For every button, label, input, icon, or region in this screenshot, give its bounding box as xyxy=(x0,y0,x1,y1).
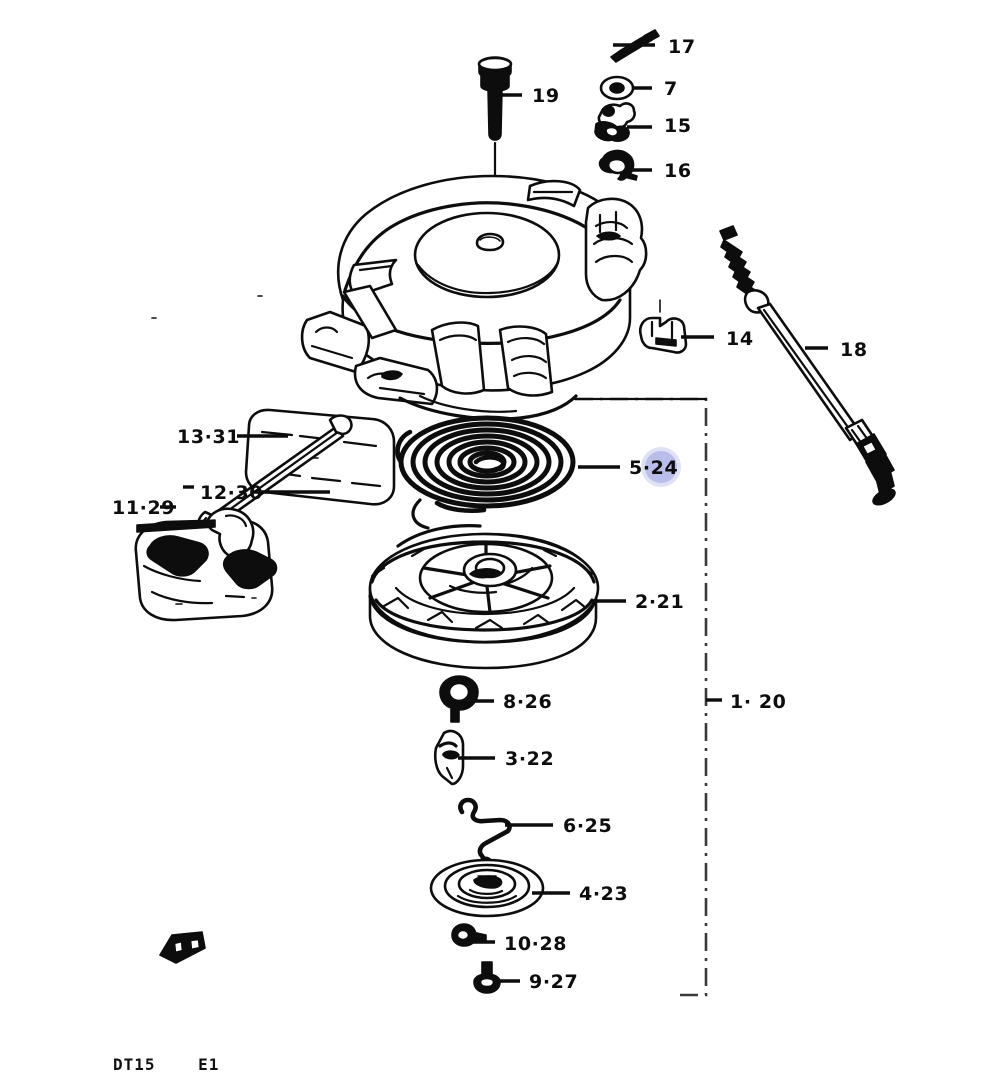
callout-label-2-21[interactable]: 2·21 xyxy=(635,591,685,613)
callout-label-4-23[interactable]: 4·23 xyxy=(579,883,629,905)
selection-highlight-circle xyxy=(645,451,677,483)
assembly-bracket-1-20 xyxy=(575,397,708,997)
callout-label-1-20[interactable]: 1· 20 xyxy=(730,691,787,713)
callout-label-14[interactable]: 14 xyxy=(726,328,754,350)
callout-label-11-29[interactable]: 11·29 xyxy=(112,497,176,519)
callout-label-8-26[interactable]: 8·26 xyxy=(503,691,553,713)
part-14-lever-stopper xyxy=(638,299,688,354)
part-1-20-starter-housing xyxy=(151,174,648,421)
part-4-23-friction-plate xyxy=(429,858,545,918)
callout-label-5-24[interactable]: 5·24 xyxy=(629,451,679,483)
diagram-footer-model-code: DT15 E1 xyxy=(113,1055,220,1074)
part-16-spring-clip xyxy=(598,149,638,181)
direction-marker xyxy=(159,931,206,964)
part-19-bolt xyxy=(477,56,513,194)
part-2-21-starter-reel xyxy=(368,524,600,670)
callout-label-7[interactable]: 7 xyxy=(664,78,678,100)
part-8-26-bushing-collar xyxy=(439,675,479,723)
part-18-starter-cable xyxy=(719,225,896,506)
part-15-bracket-clip xyxy=(594,102,636,142)
callout-label-19[interactable]: 19 xyxy=(532,85,560,107)
part-3-22-ratchet-pawl xyxy=(433,729,465,786)
callout-label-10-28[interactable]: 10·28 xyxy=(504,933,568,955)
leader-lines xyxy=(160,43,828,983)
callout-label-9-27[interactable]: 9·27 xyxy=(529,971,579,993)
callout-label-16[interactable]: 16 xyxy=(664,160,692,182)
callout-5-24-text: 5·24 xyxy=(629,457,679,479)
part-9-27-screw-bolt xyxy=(473,961,501,994)
callout-label-13-31[interactable]: 13·31 xyxy=(177,426,241,448)
callout-label-6-25[interactable]: 6·25 xyxy=(563,815,613,837)
part-5-24-recoil-spiral-spring xyxy=(395,415,576,530)
callout-5-24-highlight-wrapper: 5·24 xyxy=(629,451,679,483)
part-11-29-starter-handle xyxy=(134,507,278,622)
callout-label-3-22[interactable]: 3·22 xyxy=(505,748,555,770)
callout-label-15[interactable]: 15 xyxy=(664,115,692,137)
callout-label-18[interactable]: 18 xyxy=(840,339,868,361)
part-17-screw-pin xyxy=(610,29,660,63)
callout-label-12-30[interactable]: 12·30 xyxy=(200,482,264,504)
part-7-washer xyxy=(599,75,635,101)
callout-label-17[interactable]: 17 xyxy=(668,36,696,58)
